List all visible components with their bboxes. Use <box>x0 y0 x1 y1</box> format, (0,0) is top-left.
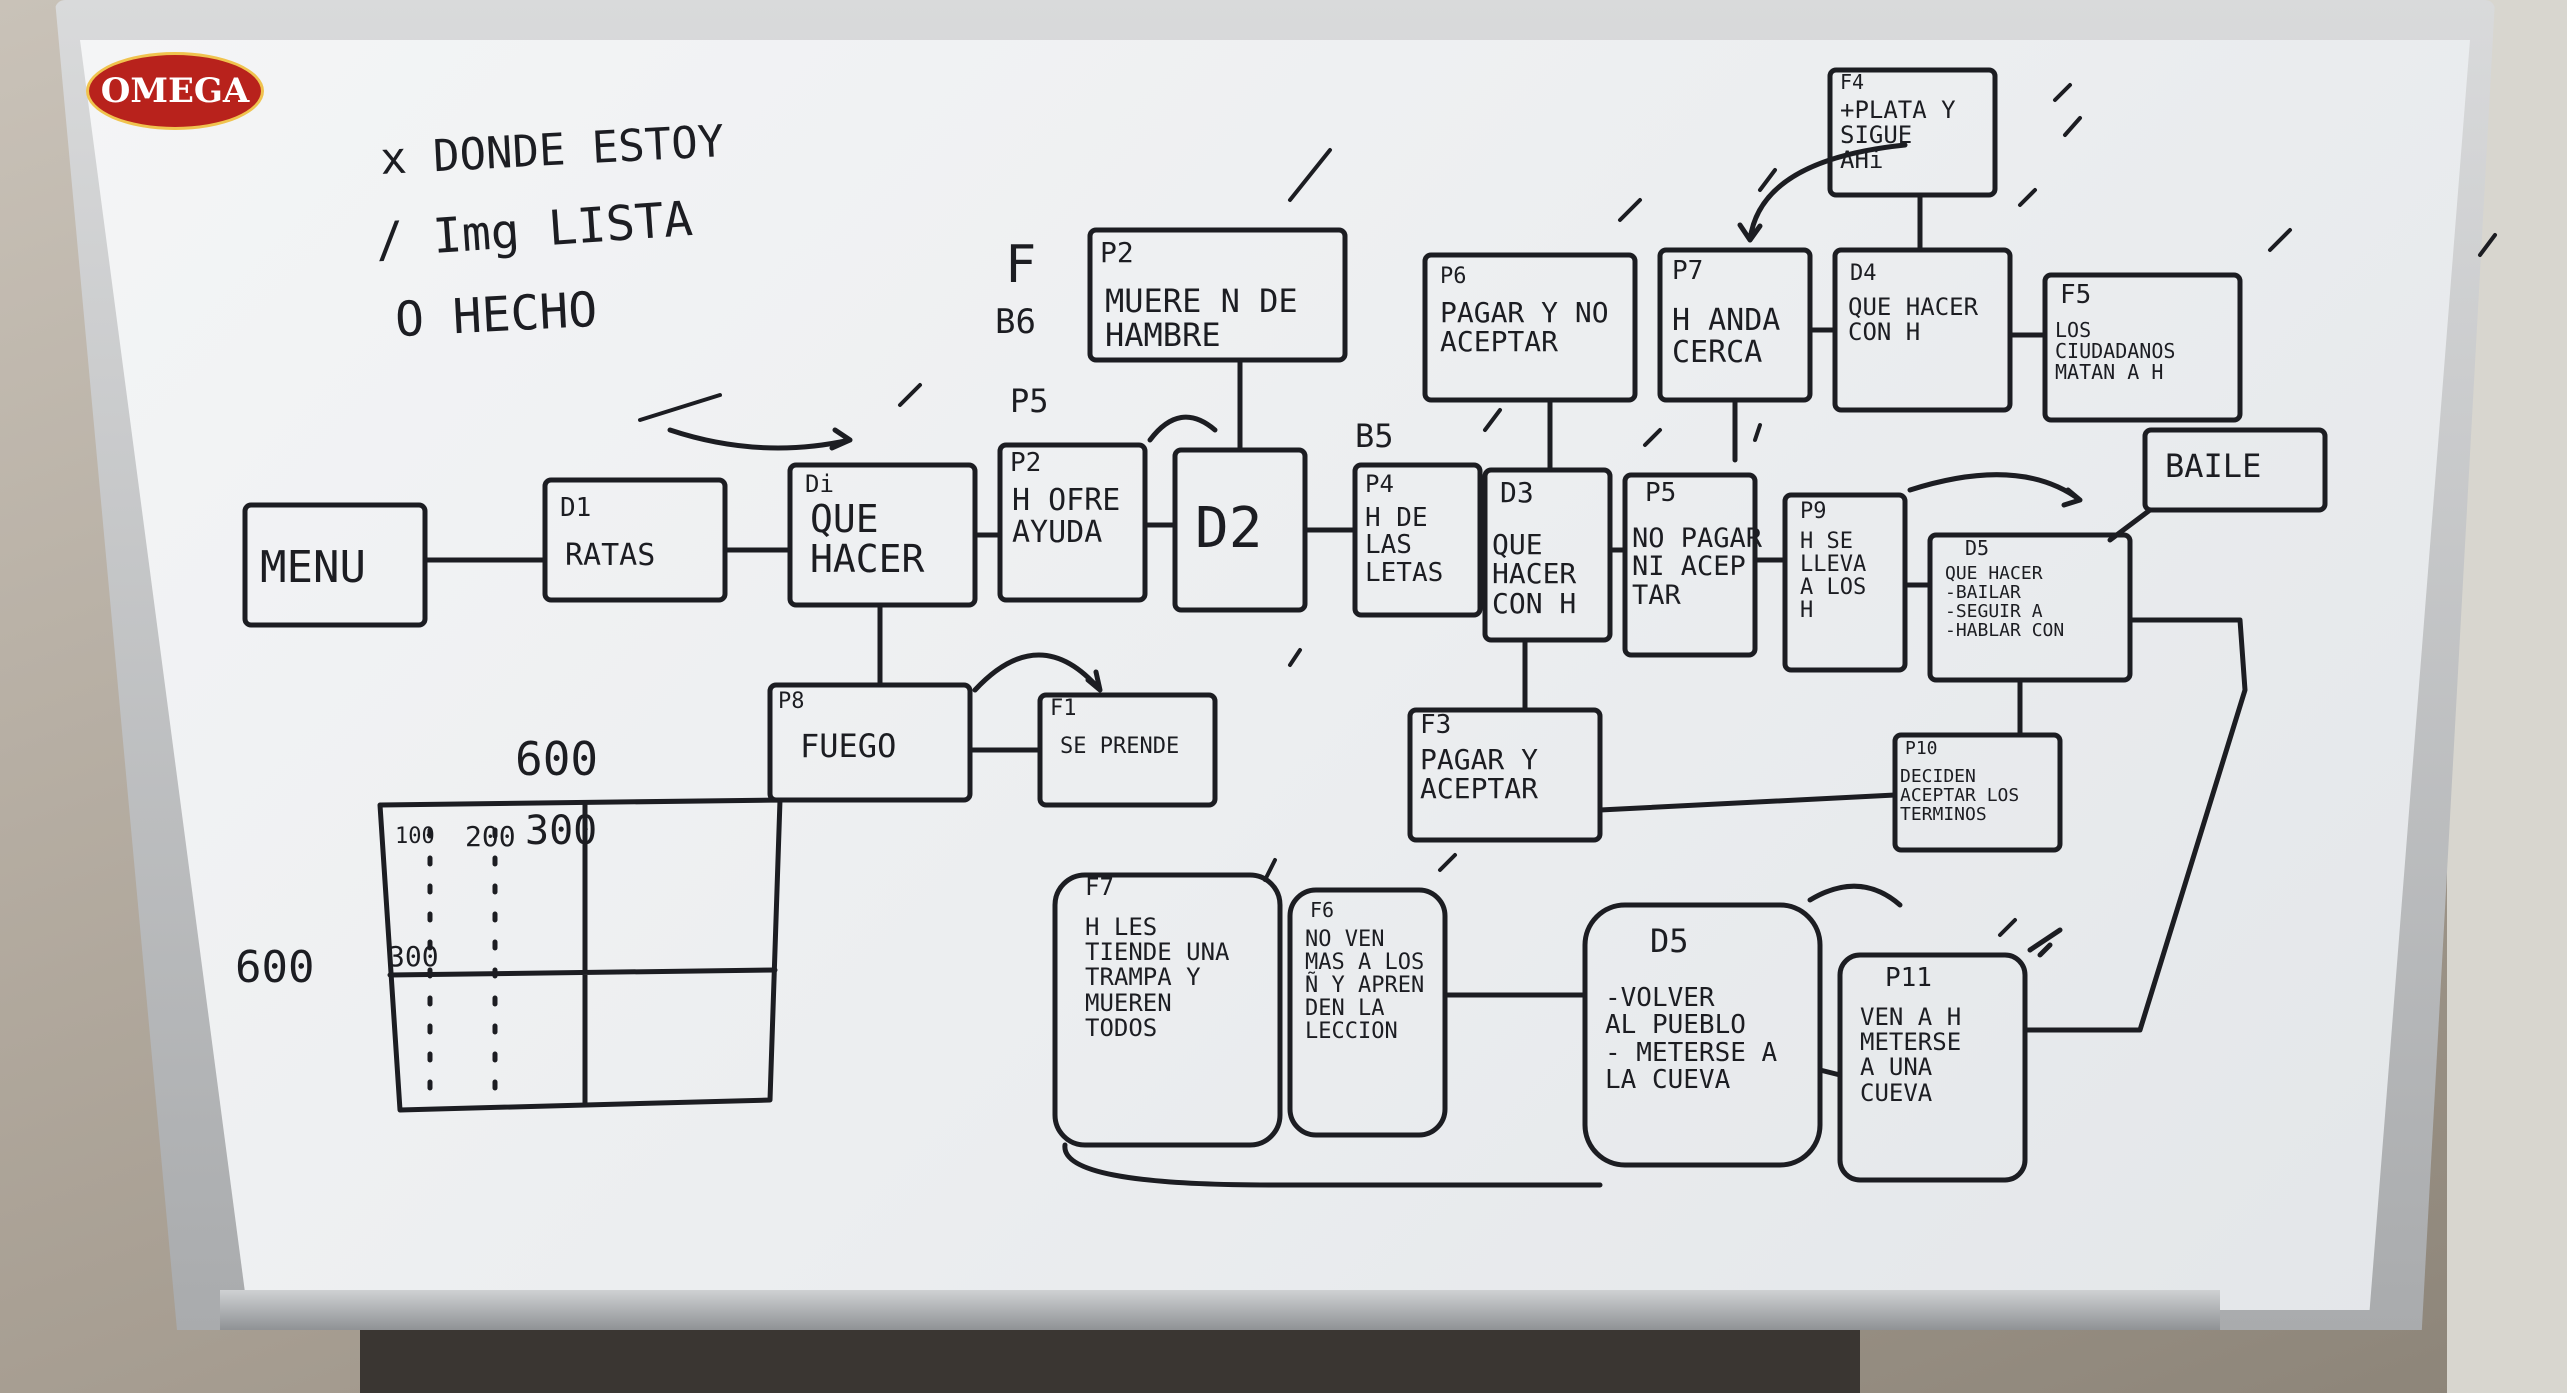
node-p8-tag: P8 <box>778 689 805 714</box>
whiteboard-surface <box>80 40 2470 1310</box>
node-f4-tag: F4 <box>1840 70 1865 94</box>
sketch-tick-200: 200 <box>465 820 516 853</box>
menu-box <box>242 502 428 628</box>
annotation-b5: B5 <box>1355 417 1394 455</box>
node-p9-text: H SE LLEVA A LOS H <box>1800 529 1867 624</box>
d1-box <box>542 477 728 603</box>
arrow-fuego-f1 <box>972 652 1103 693</box>
node-p10-tag: P10 <box>1905 738 1938 759</box>
done-marks <box>638 83 2497 937</box>
node-p2-text: MUERE N DE HAMBRE <box>1105 282 1298 354</box>
arrow-d1-di <box>667 427 853 451</box>
annotation-p5: P5 <box>1010 382 1049 420</box>
node-f6-tag: F6 <box>1310 898 1335 922</box>
main-connector <box>422 522 1933 588</box>
node-f3-tag: F3 <box>1420 710 1452 740</box>
sketch-side-300: 300 <box>388 940 439 973</box>
node-d4-text: QUE HACER CON H <box>1848 293 1979 347</box>
f6-box <box>1287 887 1448 1138</box>
node-d1-tag: D1 <box>560 493 592 523</box>
node-p8-text: FUEGO <box>800 727 897 765</box>
node-p9-tag: P9 <box>1800 499 1827 524</box>
node-f6-text: NO VEN MAS A LOS Ñ Y APREN DEN LA LECCIO… <box>1305 927 1425 1045</box>
node-baile: BAILE <box>2165 447 2262 485</box>
bottom-bracket <box>1062 1142 1603 1188</box>
node-p7-tag: P7 <box>1672 256 1704 286</box>
node-p2-tag: P2 <box>1100 236 1134 269</box>
f4-box <box>1827 67 1998 198</box>
arrow-p9-d5 <box>1907 472 2083 508</box>
p2-box <box>1087 227 1348 363</box>
arrow-p2a-d2 <box>1147 414 1218 443</box>
f7-box <box>1052 872 1283 1148</box>
brand-logo: OMEGA <box>86 52 264 130</box>
p8-box <box>767 682 973 803</box>
p11-box <box>1837 952 2028 1183</box>
node-f5-tag: F5 <box>2060 280 2092 310</box>
table-edge <box>360 1330 1860 1393</box>
f5-box <box>2042 272 2243 423</box>
node-p5-text: NO PAGAR NI ACEP TAR <box>1632 523 1763 611</box>
node-di-tag: Di <box>805 470 834 498</box>
node-p7-text: H ANDA CERCA <box>1672 303 1781 370</box>
node-p6-text: PAGAR Y NO ACEPTAR <box>1440 296 1609 359</box>
marker-tray <box>220 1290 2220 1330</box>
node-f7-tag: F7 <box>1085 873 1114 901</box>
annotation-f: F <box>1005 235 1037 295</box>
bottom-connectors <box>1442 992 1843 1078</box>
node-p2a-text: H OFRE AYUDA <box>1012 483 1121 550</box>
right-loop-connector <box>2022 507 2248 1033</box>
node-p11-text: VEN A H METERSE A UNA CUEVA <box>1860 1003 1962 1107</box>
node-p5-tag: P5 <box>1645 478 1677 508</box>
sketch-tick-100: 100 <box>395 824 435 849</box>
d5-box <box>1582 902 1823 1168</box>
node-f3-text: PAGAR Y ACEPTAR <box>1420 743 1539 806</box>
node-f1-tag: F1 <box>1050 696 1077 721</box>
node-d1-text: RATAS <box>565 538 656 573</box>
node-p11-tag: P11 <box>1885 963 1932 993</box>
sketch-dotted-lines <box>427 827 498 1098</box>
f3-connectors <box>1522 637 1898 813</box>
sketch-width: 600 <box>515 732 599 786</box>
sketch-height: 600 <box>235 942 315 993</box>
node-p10-text: DECIDEN ACEPTAR LOS TERMINOS <box>1900 766 2020 825</box>
node-f1-text: SE PRENDE <box>1060 734 1180 759</box>
brand-text: OMEGA <box>100 71 250 111</box>
sketch-rectangle <box>377 797 783 1113</box>
sketch-grid-lines <box>387 802 778 1108</box>
node-f7-text: H LES TIENDE UNA TRAMPA Y MUEREN TODOS <box>1085 913 1230 1042</box>
node-d5-text: -VOLVER AL PUEBLO - METERSE A LA CUEVA <box>1605 983 1778 1095</box>
node-d5r-text: QUE HACER -BAILAR -SEGUIR A -HABLAR CON <box>1945 563 2065 641</box>
p5-box <box>1622 472 1758 658</box>
node-d5-tag: D5 <box>1650 922 1689 960</box>
node-p4-tag: P4 <box>1365 470 1394 498</box>
node-f4-text: +PLATA Y SIGUE AHi <box>1840 96 1956 175</box>
node-p4-text: H DE LAS LETAS <box>1365 503 1444 588</box>
d5-right-box <box>1927 532 2133 683</box>
node-p2a-tag: P2 <box>1010 448 1042 478</box>
node-d2: D2 <box>1195 496 1263 561</box>
p10-box <box>1892 732 2063 853</box>
node-menu: MENU <box>260 542 366 593</box>
cross-mark <box>2027 927 2063 958</box>
node-f5-text: LOS CIUDADANOS MATAN A H <box>2055 318 2176 384</box>
node-p6-tag: P6 <box>1440 264 1467 289</box>
node-d5r-tag: D5 <box>1965 536 1990 560</box>
baile-box <box>2142 427 2328 513</box>
p6-box <box>1422 252 1638 403</box>
legend-line-3: O HECHO <box>393 281 599 349</box>
node-d4-tag: D4 <box>1850 261 1877 286</box>
f3-box <box>1407 707 1603 843</box>
upper-connectors <box>1547 192 2048 473</box>
node-d3-tag: D3 <box>1500 476 1534 509</box>
node-di-text: QUE HACER <box>810 497 925 581</box>
arrow-d5-p11 <box>1807 883 1903 908</box>
node-d3-text: QUE HACER CON H <box>1492 528 1577 620</box>
arrow-f4-p7 <box>1737 142 1908 243</box>
sketch-tick-300: 300 <box>525 808 598 854</box>
annotation-b6: B6 <box>995 302 1036 342</box>
